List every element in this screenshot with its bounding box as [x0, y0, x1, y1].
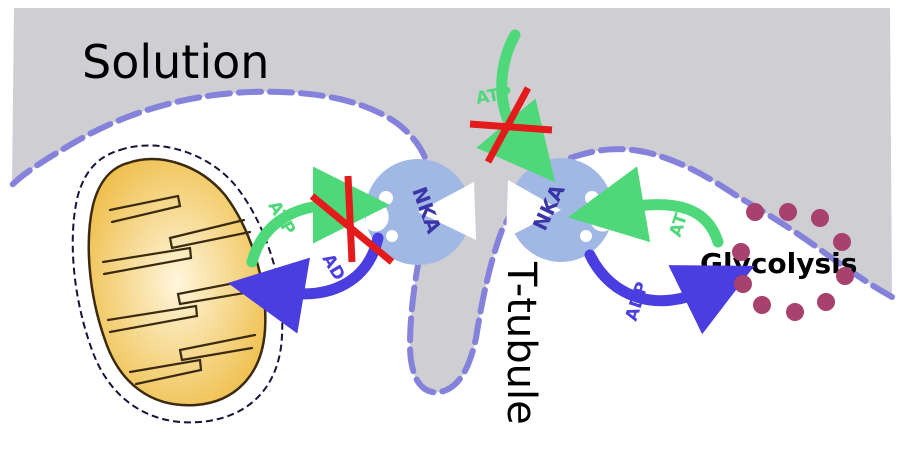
pump-binding-site — [386, 230, 398, 242]
glycolysis-dot — [786, 303, 804, 321]
crista — [176, 276, 264, 306]
cell-membrane — [9, 88, 895, 396]
mitochondrion-outer-membrane — [71, 144, 284, 424]
glycolysis-dots — [732, 203, 854, 321]
glycolysis-dot — [836, 267, 854, 285]
crista — [106, 304, 199, 334]
cross-stroke — [484, 86, 532, 164]
red-cross-icon — [309, 175, 395, 265]
glycolysis-dot — [732, 243, 750, 261]
crista — [128, 358, 203, 386]
pump-notch — [506, 180, 561, 238]
solution-label: Solution — [82, 35, 269, 89]
cross-stroke — [344, 175, 356, 263]
glycolysis-dot — [753, 296, 771, 314]
pump-binding-site — [585, 191, 599, 205]
pump-binding-site — [580, 230, 592, 242]
crista — [108, 194, 182, 224]
cross-stroke — [469, 120, 553, 134]
glycolysis-dot — [734, 275, 752, 293]
crista — [168, 218, 252, 250]
mitochondrion-body — [87, 157, 267, 407]
crista — [178, 333, 257, 362]
atp-arrow-right — [567, 166, 724, 248]
glycolysis-dot — [817, 293, 835, 311]
glycolysis-dot — [811, 209, 829, 227]
adp-arrow-left — [227, 232, 384, 334]
nka-pump-left: NKA — [365, 159, 476, 265]
glycolysis-dot — [779, 203, 797, 221]
atp-arrow-left — [246, 166, 390, 268]
red-cross-icon — [469, 86, 553, 164]
glycolysis-label: Glycolysis — [700, 247, 857, 280]
adp-arrow-right — [584, 249, 755, 335]
pump-binding-site — [379, 191, 393, 205]
t-tubule-label: T-tubule — [498, 261, 544, 425]
glycolysis-dot — [833, 233, 851, 251]
pump-notch — [418, 182, 476, 240]
glycolysis-dot — [746, 203, 764, 221]
crista — [101, 246, 193, 276]
mitochondrion-icon — [71, 144, 284, 424]
